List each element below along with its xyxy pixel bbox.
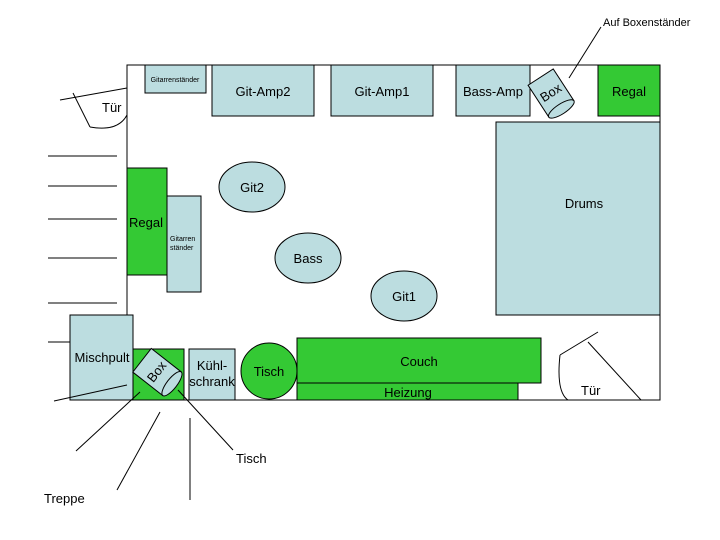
regal-left: Regal <box>126 167 168 276</box>
git1-position: Git1 <box>370 270 438 322</box>
box-bottom: Box <box>132 347 183 397</box>
couch-label: Couch <box>400 354 438 369</box>
tuer-right-label: Tür <box>581 383 601 398</box>
tisch-callout: Tisch <box>177 389 267 466</box>
bass-amp-label: Bass-Amp <box>463 84 523 99</box>
gitarrenstaender-left-label-1: Gitarren <box>170 236 195 243</box>
drums: Drums <box>495 121 661 316</box>
git-amp2-label: Git-Amp2 <box>236 84 291 99</box>
gitarrenstaender-top-label: Gitarrenständer <box>151 77 200 84</box>
gitarrenstaender-left: Gitarren ständer <box>166 195 202 293</box>
heizung: Heizung <box>296 382 519 401</box>
regal-left-label: Regal <box>129 215 163 230</box>
stairs: Treppe <box>44 155 191 506</box>
mischpult: Mischpult <box>69 314 134 401</box>
kuehlschrank-label-1: Kühl- <box>197 358 227 373</box>
git2-label: Git2 <box>240 180 264 195</box>
tisch-round-label: Tisch <box>254 364 285 379</box>
kuehlschrank: Kühl- schrank <box>188 348 236 401</box>
mischpult-label: Mischpult <box>75 350 130 365</box>
regal-top-label: Regal <box>612 84 646 99</box>
bass-amp: Bass-Amp <box>455 64 531 117</box>
boxenstaender-callout: Auf Boxenständer <box>568 17 691 79</box>
gitarrenstaender-top: Gitarrenständer <box>144 64 207 94</box>
gitarrenstaender-left-label-2: ständer <box>170 245 194 252</box>
tuer-left-label: Tür <box>102 100 122 115</box>
tisch-callout-label: Tisch <box>236 451 267 466</box>
door-right: Tür <box>558 331 642 401</box>
couch: Couch <box>296 337 542 384</box>
tisch-round: Tisch <box>240 342 298 400</box>
git1-label: Git1 <box>392 289 416 304</box>
drums-label: Drums <box>565 196 604 211</box>
heizung-label: Heizung <box>384 385 432 400</box>
git-amp2: Git-Amp2 <box>211 64 315 117</box>
auf-boxenstaender-label: Auf Boxenständer <box>603 17 691 29</box>
bass-position: Bass <box>274 232 342 284</box>
bass-label: Bass <box>294 251 323 266</box>
treppe-label: Treppe <box>44 491 85 506</box>
git-amp1-label: Git-Amp1 <box>355 84 410 99</box>
door-left: Tür <box>59 87 128 129</box>
regal-top: Regal <box>597 64 661 117</box>
git2-position: Git2 <box>218 161 286 213</box>
kuehlschrank-label-2: schrank <box>189 374 235 389</box>
box-top: Box <box>527 68 575 119</box>
git-amp1: Git-Amp1 <box>330 64 434 117</box>
